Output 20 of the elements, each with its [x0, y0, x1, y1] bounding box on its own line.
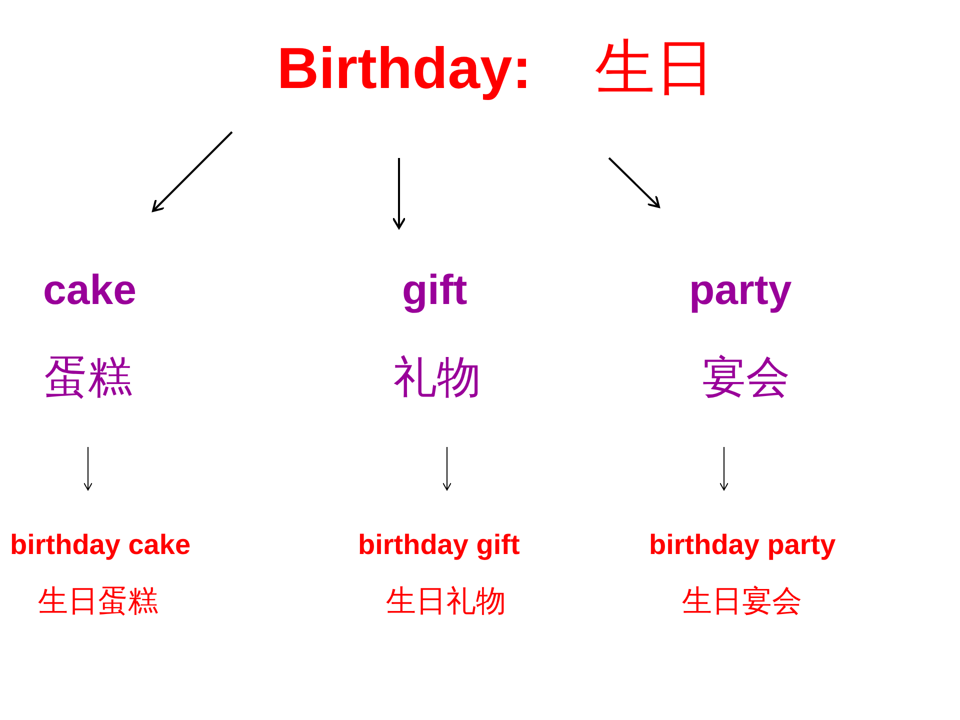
chinese-word: 蛋糕 — [44, 356, 132, 400]
arrow — [392, 158, 406, 229]
title-text: Birthday: — [277, 40, 532, 98]
phrase-label: birthday gift — [358, 531, 520, 559]
chinese-word: 宴会 — [702, 356, 790, 400]
phrase-label: birthday party — [649, 531, 836, 559]
arrow — [608, 157, 660, 208]
chinese-word: 礼物 — [393, 356, 481, 400]
chinese-phrase: 生日宴会 — [682, 587, 802, 617]
title-chinese: 生日 — [595, 38, 715, 98]
phrase-label: birthday cake — [10, 531, 191, 559]
word-label: gift — [402, 269, 468, 311]
chinese-phrase: 生日蛋糕 — [38, 587, 158, 617]
word-label: cake — [43, 269, 136, 311]
chinese-phrase: 生日礼物 — [386, 587, 506, 617]
arrow — [84, 446, 92, 490]
arrow — [442, 446, 452, 490]
arrow — [152, 131, 233, 212]
arrow — [720, 446, 728, 490]
word-label: party — [689, 269, 792, 311]
